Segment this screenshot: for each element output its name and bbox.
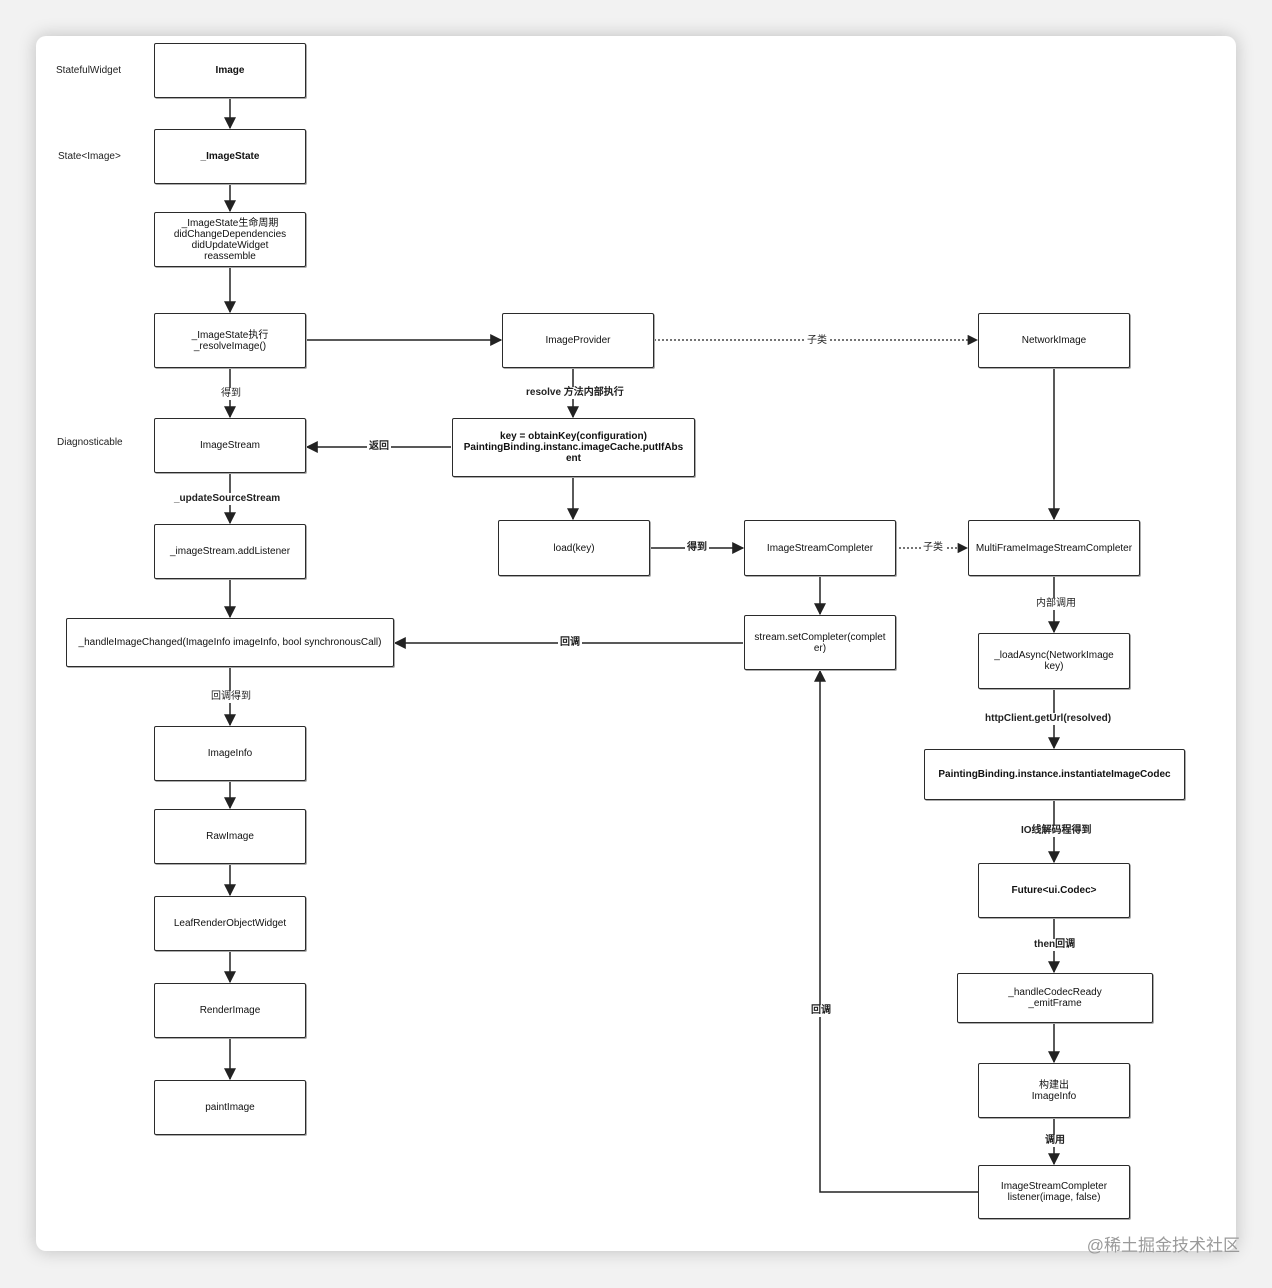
label-http-get: httpClient.getUrl(resolved) <box>983 713 1114 725</box>
node-set-completer: stream.setCompleter(complet er) <box>744 615 896 670</box>
node-obtain-key: key = obtainKey(configuration) PaintingB… <box>452 418 695 477</box>
node-image-provider-label: ImageProvider <box>545 335 611 346</box>
node-image-info-label: ImageInfo <box>207 748 253 759</box>
tag-stateful-widget: StatefulWidget <box>56 65 122 76</box>
node-codec-ready-label: _handleCodecReady _emitFrame <box>1008 987 1102 1009</box>
node-load-async-label: _loadAsync(NetworkImage key) <box>994 650 1114 672</box>
node-leaf-render: LeafRenderObjectWidget <box>154 896 306 951</box>
node-multi-frame-label: MultiFrameImageStreamCompleter <box>975 542 1133 554</box>
watermark: @稀土掘金技术社区 <box>1086 1236 1240 1255</box>
label-callback-2: 回调 <box>809 1005 833 1017</box>
node-instantiate-codec-label: PaintingBinding.instance.instantiateImag… <box>938 769 1171 780</box>
node-load-key-label: load(key) <box>553 542 595 554</box>
node-paint-image-label: paintImage <box>205 1102 255 1113</box>
node-image-label: Image <box>215 65 245 76</box>
label-got: 得到 <box>219 388 243 400</box>
node-stream-completer-label: ImageStreamCompleter <box>766 542 874 554</box>
node-image-provider: ImageProvider <box>502 313 654 368</box>
label-then-callback: then回调 <box>1032 939 1078 951</box>
node-network-image: NetworkImage <box>978 313 1130 368</box>
node-handle-changed: _handleImageChanged(ImageInfo imageInfo,… <box>66 618 394 667</box>
node-image: Image <box>154 43 306 98</box>
node-image-state: _ImageState <box>154 129 306 184</box>
node-raw-image-label: RawImage <box>206 831 254 842</box>
label-returns: 返回 <box>367 441 391 453</box>
node-future-codec-label: Future<ui.Codec> <box>1011 885 1097 896</box>
label-callback-1: 回调 <box>558 637 582 649</box>
node-set-completer-label: stream.setCompleter(complet er) <box>754 631 886 654</box>
label-got-2: 得到 <box>685 542 709 554</box>
node-image-stream: ImageStream <box>154 418 306 473</box>
node-network-image-label: NetworkImage <box>1021 335 1087 346</box>
label-update-source-stream: _updateSourceStream <box>172 493 283 505</box>
node-instantiate-codec: PaintingBinding.instance.instantiateImag… <box>924 749 1185 800</box>
label-callback-got: 回调得到 <box>209 691 253 703</box>
node-lifecycle-label: _ImageState生命周期 didChangeDependencies di… <box>173 217 287 262</box>
node-completer-listener-label: ImageStreamCompleter listener(image, fal… <box>1000 1181 1108 1203</box>
label-call: 调用 <box>1043 1135 1067 1147</box>
node-raw-image: RawImage <box>154 809 306 864</box>
node-future-codec: Future<ui.Codec> <box>978 863 1130 918</box>
node-build-info: 构建出 ImageInfo <box>978 1063 1130 1118</box>
node-codec-ready: _handleCodecReady _emitFrame <box>957 973 1153 1023</box>
node-image-info: ImageInfo <box>154 726 306 781</box>
label-io-decode: IO线解码程得到 <box>1019 825 1094 837</box>
node-obtain-key-label: key = obtainKey(configuration) PaintingB… <box>463 431 684 464</box>
node-render-image-label: RenderImage <box>199 1005 261 1016</box>
node-load-async: _loadAsync(NetworkImage key) <box>978 633 1130 689</box>
label-subclass-2: 子类 <box>921 542 945 554</box>
label-resolve-inner: resolve 方法内部执行 <box>524 387 626 399</box>
node-multi-frame: MultiFrameImageStreamCompleter <box>968 520 1140 576</box>
node-add-listener-label: _imageStream.addListener <box>169 546 291 557</box>
label-subclass-1: 子类 <box>805 335 829 347</box>
tag-diagnosticable: Diagnosticable <box>57 437 123 448</box>
node-stream-completer: ImageStreamCompleter <box>744 520 896 576</box>
node-lifecycle: _ImageState生命周期 didChangeDependencies di… <box>154 212 306 267</box>
node-load-key: load(key) <box>498 520 650 576</box>
node-paint-image: paintImage <box>154 1080 306 1135</box>
node-build-info-label: 构建出 ImageInfo <box>1031 1079 1077 1102</box>
node-image-stream-label: ImageStream <box>199 440 261 451</box>
node-leaf-render-label: LeafRenderObjectWidget <box>173 918 287 929</box>
node-resolve: _ImageState执行 _resolveImage() <box>154 313 306 368</box>
node-add-listener: _imageStream.addListener <box>154 524 306 579</box>
edge-listener-to-set <box>814 669 978 1193</box>
node-completer-listener: ImageStreamCompleter listener(image, fal… <box>978 1165 1130 1219</box>
node-resolve-label: _ImageState执行 _resolveImage() <box>191 329 269 352</box>
node-render-image: RenderImage <box>154 983 306 1038</box>
tag-state-image: State<Image> <box>58 151 121 162</box>
label-internal-call: 内部调用 <box>1034 598 1078 610</box>
node-handle-changed-label: _handleImageChanged(ImageInfo imageInfo,… <box>78 637 382 648</box>
node-image-state-label: _ImageState <box>200 151 260 162</box>
